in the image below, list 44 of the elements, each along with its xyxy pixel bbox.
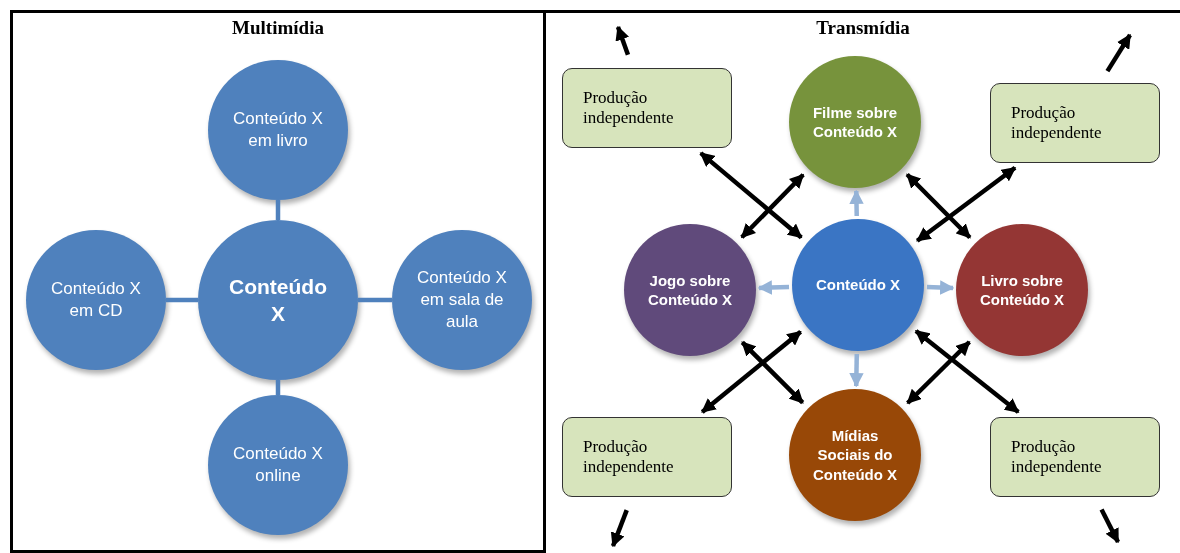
production-box — [990, 83, 1160, 163]
panel-title: Multimídia — [232, 17, 324, 39]
arrow — [926, 280, 955, 295]
arrow — [615, 25, 631, 56]
connector-line — [358, 297, 392, 303]
double-arrow — [700, 330, 803, 414]
node-label: Jogo sobre Conteúdo X — [646, 270, 734, 310]
arrow — [757, 280, 790, 295]
node-label: Produção independente — [1011, 437, 1103, 477]
panel-frame — [10, 10, 546, 553]
content-circle — [792, 219, 924, 351]
node-label: Produção independente — [583, 437, 675, 477]
node-label: Filme sobre Conteúdo X — [811, 102, 899, 142]
double-arrow — [740, 340, 805, 405]
arrow — [1099, 508, 1120, 544]
node-label: Produção independente — [1011, 103, 1103, 143]
arrow — [849, 189, 864, 217]
panel-title: Transmídia — [816, 17, 910, 39]
node-label: Conteúdo X em CD — [50, 277, 142, 322]
production-box — [562, 68, 732, 148]
arrow — [849, 353, 864, 388]
node-label: Conteúdo X em livro — [232, 107, 324, 152]
node-label: Mídias Sociais do Conteúdo X — [811, 425, 899, 485]
node-label: Conteúdo X — [814, 275, 902, 295]
node-label: Conteúdo X online — [232, 442, 324, 487]
double-arrow — [905, 172, 972, 240]
content-circle — [956, 224, 1088, 356]
arrow — [610, 509, 629, 548]
production-box — [562, 417, 732, 497]
content-circle — [789, 389, 921, 521]
double-arrow — [915, 166, 1017, 243]
node-label: Livro sobre Conteúdo X — [978, 270, 1066, 310]
double-arrow — [914, 329, 1020, 414]
double-arrow — [740, 173, 805, 239]
node-label: Conteúdo X — [228, 273, 328, 327]
connector-line — [166, 297, 198, 303]
double-arrow — [906, 340, 971, 405]
double-arrow — [699, 151, 803, 240]
production-box — [990, 417, 1160, 497]
connector-line — [275, 380, 281, 395]
node-label: Conteúdo X em sala de aula — [416, 266, 508, 334]
arrow — [1105, 33, 1132, 73]
connector-line — [275, 200, 281, 220]
node-label: Produção independente — [583, 88, 675, 128]
